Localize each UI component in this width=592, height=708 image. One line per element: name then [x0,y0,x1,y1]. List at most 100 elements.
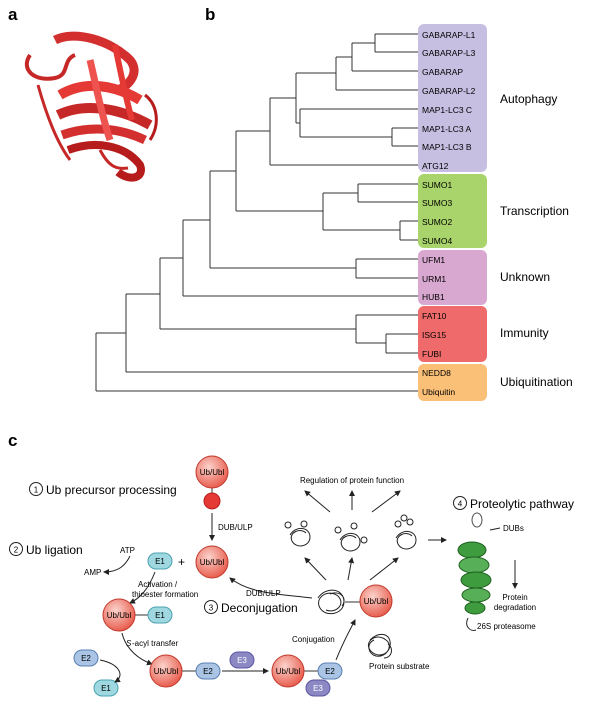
leaf-label: MAP1-LC3 C [422,105,472,115]
step-2-number: 2 [14,546,19,555]
ub-label: Ub/Ubl [364,597,389,606]
e3-enzyme [305,679,331,697]
group-box-ubiquitination [418,364,487,401]
e3-enzyme [229,651,255,669]
step-3-label: 3 Deconjugation [204,600,298,615]
e1-enzyme [93,679,119,697]
leaf-label: MAP1-LC3 B [422,142,472,152]
e3-label: E3 [237,656,247,665]
regulation-label: Regulation of protein function [300,476,404,485]
ub-e1-thioester-sphere [102,598,136,632]
e2-enzyme [317,662,343,680]
step-4-text: Proteolytic pathway [470,497,574,511]
leaf-label: NEDD8 [422,368,451,378]
step-3-number: 3 [209,604,214,613]
leaf-label: Ubiquitin [422,387,455,397]
protein-degradation-label-1: Protein [502,593,527,602]
group-box-unknown [418,250,487,305]
proteasome-26s [457,512,492,615]
group-labels: Autophagy Transcription Unknown Immunity… [500,92,573,389]
modified-substrate-1 [284,520,311,547]
leaf-label: HUB1 [422,292,445,302]
ub-free-sphere [195,545,229,579]
dub-ulp-label-2: DUB/ULP [246,589,281,598]
group-label-transcription: Transcription [500,204,569,218]
group-label-autophagy: Autophagy [500,92,557,106]
e1-enzyme [147,606,173,624]
activation-label-1: Activation / [138,580,178,589]
step-1-label: 1 Ub precursor processing [29,482,177,497]
group-box-autophagy [418,24,487,172]
ub-e2-e3-sphere [271,654,305,688]
step-1-number: 1 [34,486,39,495]
leaf-label: SUMO3 [422,198,453,208]
ub-label: Ub/Ubl [276,667,301,676]
phylogenetic-tree [95,33,418,392]
step-2-text: Ub ligation [26,543,83,557]
leaf-label: FUBI [422,349,441,359]
leaf-label: SUMO2 [422,217,453,227]
leaf-label: SUMO4 [422,236,453,246]
precursor-extension-bead [203,492,221,510]
protein-substrate-label: Protein substrate [369,662,430,671]
protein-substrate-coil [368,633,392,659]
conjugated-substrate-coil [317,589,345,615]
step-3-text: Deconjugation [221,601,298,615]
e1-enzyme [147,552,173,570]
leaf-label: GABARAP-L1 [422,30,476,40]
group-box-transcription [418,174,487,248]
dubs-label: DUBs [503,524,524,533]
ub-conjugated-sphere [359,584,393,618]
e2-label: E2 [203,667,213,676]
step-2-label: 2 Ub ligation [9,542,83,557]
step-4-label: 4 Proteolytic pathway [453,496,574,511]
leaf-label: FAT10 [422,311,447,321]
panel-c-label: c [8,431,17,450]
atp-label: ATP [120,546,135,555]
e1-label: E1 [155,557,165,566]
ub-precursor-sphere [195,455,229,489]
group-label-ubiquitination: Ubiquitination [500,375,573,389]
group-boxes [418,24,487,401]
e1-label: E1 [101,684,111,693]
modified-substrate-2 [334,522,368,552]
panel-b-label: b [205,5,215,24]
ub-label: Ub/Ubl [200,468,225,477]
plus-sign: + [178,555,185,569]
step-1-text: Ub precursor processing [46,483,177,497]
ub-label: Ub/Ubl [154,667,179,676]
leaf-label: GABARAP-L3 [422,48,476,58]
tree-leaf-labels: GABARAP-L1 GABARAP-L3 GABARAP GABARAP-L2… [422,30,476,397]
e1-label: E1 [155,611,165,620]
group-box-immunity [418,306,487,362]
amp-label: AMP [84,568,101,577]
protein-degradation-label-2: degradation [494,603,536,612]
ub-label: Ub/Ubl [200,558,225,567]
e2-label: E2 [325,667,335,676]
conjugation-label: Conjugation [292,635,335,644]
ub-label: Ub/Ubl [107,611,132,620]
e2-enzyme [73,649,99,667]
leaf-label: URM1 [422,274,446,284]
group-label-unknown: Unknown [500,270,550,284]
panel-a-label: a [8,5,18,24]
e3-label: E3 [313,684,323,693]
e2-enzyme [195,662,221,680]
s-acyl-label: -acyl transfer [132,639,179,648]
s-acyl-s: S [126,639,132,648]
leaf-label: GABARAP [422,67,463,77]
proteasome-label: 26S proteasome [477,622,536,631]
leaf-label: ATG12 [422,161,449,171]
leaf-label: SUMO1 [422,180,453,190]
ub-e2-sphere [149,654,183,688]
activation-label-2: thioester formation [132,590,198,599]
e2-label: E2 [81,654,91,663]
leaf-label: MAP1-LC3 A [422,124,471,134]
dub-ulp-label-1: DUB/ULP [218,523,253,532]
leaf-label: ISG15 [422,330,446,340]
leaf-label: GABARAP-L2 [422,86,476,96]
step-4-number: 4 [458,500,463,509]
group-label-immunity: Immunity [500,326,549,340]
protein-ribbon-structure [24,31,158,182]
